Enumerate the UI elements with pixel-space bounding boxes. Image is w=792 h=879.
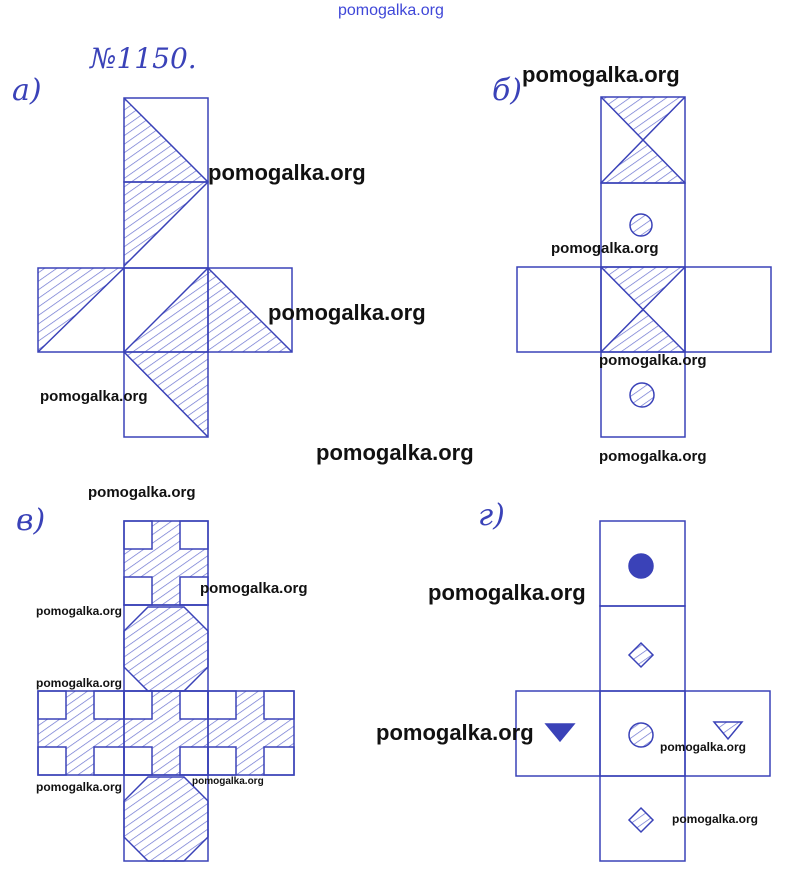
watermark: pomogalka.org — [192, 776, 264, 787]
watermark: pomogalka.org — [428, 580, 586, 605]
watermark: pomogalka.org — [200, 580, 308, 597]
net-a — [37, 97, 293, 438]
watermark: pomogalka.org — [316, 440, 474, 465]
watermark: pomogalka.org — [660, 740, 747, 754]
circle-icon — [628, 722, 654, 748]
watermark: pomogalka.org — [599, 352, 707, 369]
dot-icon — [628, 553, 654, 579]
label-g: г) — [478, 498, 505, 533]
net-b — [516, 96, 772, 438]
net-g — [515, 520, 771, 862]
watermark: pomogalka.org — [599, 448, 707, 465]
watermark: pomogalka.org — [88, 484, 196, 501]
watermark: pomogalka.org — [208, 160, 366, 185]
watermark: pomogalka.org — [36, 676, 123, 690]
watermark: pomogalka.org — [672, 812, 759, 826]
watermark: pomogalka.org — [376, 720, 534, 745]
triangle-icon — [712, 721, 744, 741]
watermark: pomogalka.org — [268, 300, 426, 325]
label-v: в) — [16, 503, 45, 538]
label-a: а) — [12, 73, 42, 108]
watermark: pomogalka.org — [40, 388, 148, 405]
watermark: pomogalka.org — [551, 240, 659, 257]
watermark-top: pomogalka.org — [338, 2, 444, 19]
watermark: pomogalka.org — [36, 780, 123, 794]
triangle-icon — [544, 723, 576, 743]
net-v — [37, 520, 295, 862]
label-b: б) — [492, 73, 522, 108]
watermark: pomogalka.org — [36, 604, 123, 618]
diamond-icon — [627, 806, 655, 834]
watermark: pomogalka.org — [522, 62, 680, 87]
problem-number: №1150. — [89, 42, 197, 75]
diamond-icon — [627, 641, 655, 669]
